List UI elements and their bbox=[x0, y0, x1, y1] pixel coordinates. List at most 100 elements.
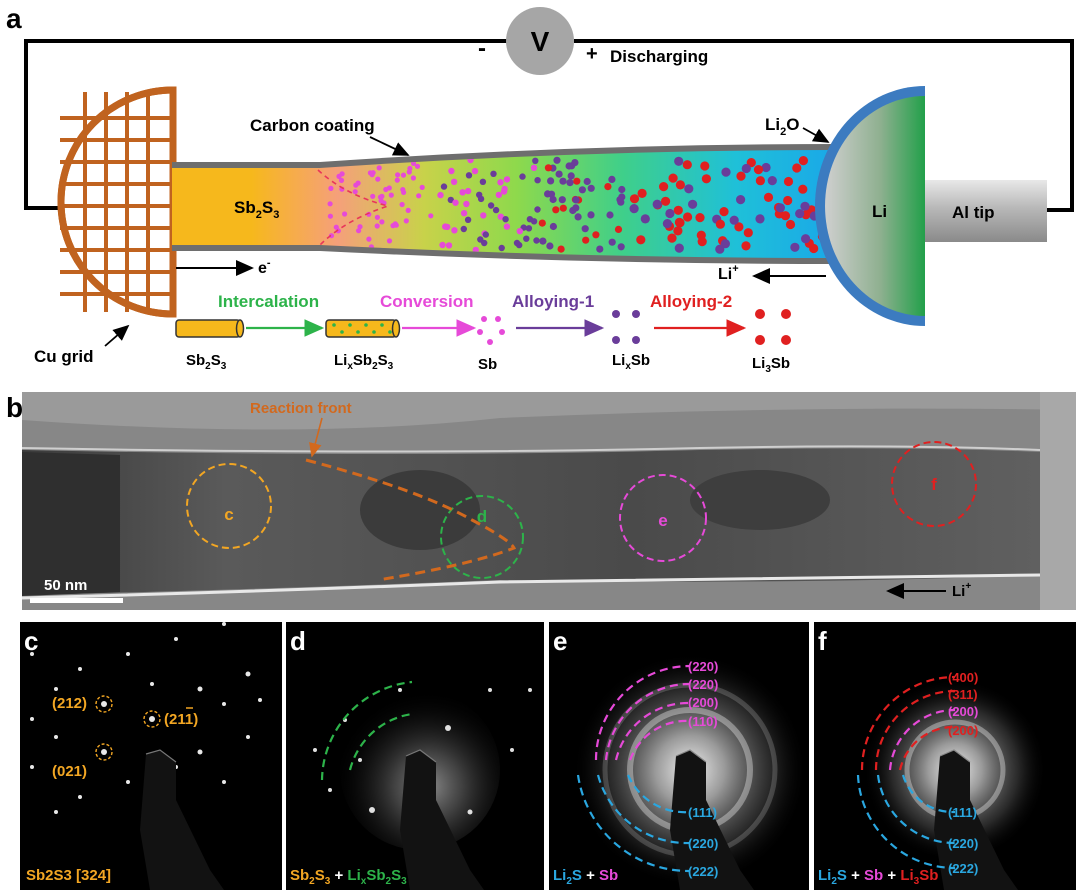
nanowire-particle bbox=[566, 179, 574, 187]
plane-e-m3: (110) bbox=[688, 714, 718, 729]
nanowire-particle bbox=[448, 167, 455, 175]
nanowire-particle bbox=[549, 222, 558, 231]
carbon-coating-arrow bbox=[369, 136, 410, 156]
cu-grid bbox=[57, 86, 177, 318]
nanowire-particle bbox=[538, 219, 546, 227]
nanowire-particle bbox=[442, 223, 449, 230]
li-ion-label-b: Li+ bbox=[952, 581, 971, 600]
nanowire-particle bbox=[460, 210, 468, 217]
nanowire-particle bbox=[376, 165, 382, 171]
nanowire-particle bbox=[719, 207, 729, 217]
plane-e-b1: (220) bbox=[688, 836, 718, 851]
product-sb: Sb bbox=[478, 356, 497, 373]
panel-e-caption: Li2S + Sb bbox=[553, 867, 618, 887]
nanowire-particle bbox=[596, 245, 604, 253]
plane-f-b0: (111) bbox=[948, 805, 977, 820]
beam-stop-d bbox=[400, 750, 484, 890]
nanowire-particle bbox=[734, 222, 744, 232]
nanowire-particle bbox=[573, 177, 581, 185]
nanowire-particle bbox=[637, 188, 647, 198]
nanowire-particle bbox=[399, 201, 405, 208]
nanowire-particle bbox=[783, 195, 793, 206]
nanowire-particle bbox=[675, 180, 686, 190]
region-circle-e bbox=[619, 474, 707, 562]
arcs-f-magenta bbox=[888, 708, 956, 771]
nanowire-particle bbox=[490, 170, 497, 177]
plane-f-r1: (311) bbox=[948, 687, 978, 702]
nanowire-particle bbox=[472, 246, 479, 254]
plane-f-b1: (220) bbox=[948, 836, 978, 851]
nanowire-particle bbox=[755, 176, 766, 186]
nanowire bbox=[172, 144, 838, 264]
nanowire-particle bbox=[783, 176, 794, 187]
nanowire-particle bbox=[697, 237, 707, 247]
nanowire-particle bbox=[555, 170, 563, 178]
nanowire-particle bbox=[741, 163, 751, 174]
panel-f-caption: Li2S + Sb + Li3Sb bbox=[818, 867, 938, 887]
panel-d: d Sb2S3 + LixSb2S3 bbox=[286, 622, 544, 890]
nanowire-particle bbox=[374, 223, 380, 229]
nanowire-particle bbox=[378, 198, 384, 204]
nanowire-particle bbox=[452, 199, 459, 206]
nanowire-particle bbox=[366, 236, 372, 242]
nanowire-particle bbox=[439, 241, 446, 249]
nanowire-particle bbox=[327, 213, 333, 219]
nanowire-particle bbox=[516, 228, 523, 235]
nanowire-particle bbox=[592, 231, 600, 239]
nanowire-particle bbox=[379, 219, 385, 225]
nanowire-particle bbox=[795, 209, 805, 219]
reaction-front-label: Reaction front bbox=[250, 400, 352, 417]
nanowire-particle bbox=[482, 231, 489, 238]
beam-stop-c bbox=[140, 750, 224, 890]
panel-f: f (400) (311) (200) (200) (111) (220) (2… bbox=[814, 622, 1076, 890]
li2o-label: Li2O bbox=[765, 115, 799, 138]
nanowire-particle bbox=[721, 167, 731, 177]
nanowire-particle bbox=[388, 192, 394, 198]
nanowire-particle bbox=[614, 225, 623, 233]
nanowire-particle bbox=[450, 178, 458, 185]
scale-bar bbox=[30, 598, 123, 603]
region-label-e: e bbox=[658, 511, 667, 530]
nanowire-particle bbox=[565, 162, 573, 170]
nanowire-particle bbox=[763, 192, 774, 202]
nanowire-particle bbox=[370, 193, 376, 199]
nanowire-particle bbox=[539, 237, 547, 245]
nanowire-particle bbox=[533, 237, 540, 244]
nanowire-particle bbox=[629, 194, 640, 204]
panel-e-label: e bbox=[553, 626, 567, 656]
nanowire-particle bbox=[440, 183, 448, 190]
nanowire-particle bbox=[460, 225, 467, 233]
plane-f-b2: (222) bbox=[948, 861, 978, 876]
voltmeter-label: V bbox=[531, 26, 550, 57]
arcs-e-magenta bbox=[594, 664, 691, 761]
nanowire-particle bbox=[419, 184, 425, 190]
tem-bright-edge bbox=[21, 573, 1041, 600]
tem-bright-edge-top bbox=[21, 445, 1041, 453]
reaction-sequence: Intercalation Conversion Alloying-1 bbox=[175, 292, 791, 375]
nanowire-particle bbox=[809, 243, 819, 254]
nanowire-particle bbox=[636, 235, 646, 245]
lixsb2s3-rod-end bbox=[391, 319, 401, 338]
tem-dark-patch-2 bbox=[690, 470, 830, 530]
tem-nanowire-body bbox=[22, 448, 1040, 595]
nanowire-particle bbox=[497, 179, 504, 186]
nanowire-particle bbox=[674, 217, 685, 227]
nanowire-particle bbox=[532, 157, 539, 164]
nanowire-particle bbox=[547, 177, 555, 185]
panel-d-caption: Sb2S3 + LixSb2S3 bbox=[290, 867, 407, 887]
region-circle-d bbox=[440, 495, 524, 579]
nanowire-particle bbox=[640, 214, 650, 224]
nanowire-particle bbox=[659, 182, 669, 192]
nanowire-particle bbox=[552, 206, 560, 214]
nanowire-particle bbox=[386, 238, 393, 244]
voltmeter-circle bbox=[506, 7, 574, 75]
panel-a-label: a bbox=[6, 3, 22, 34]
nanowire-particle bbox=[578, 186, 587, 194]
reaction-front-line bbox=[305, 458, 517, 582]
nanowire-particle bbox=[519, 173, 526, 180]
tem-dark-left bbox=[22, 452, 120, 596]
nanowire-particle bbox=[513, 239, 521, 247]
nanowire-particle bbox=[618, 185, 626, 194]
nanowire-particle bbox=[501, 185, 508, 193]
nanowire-particle bbox=[801, 234, 811, 244]
